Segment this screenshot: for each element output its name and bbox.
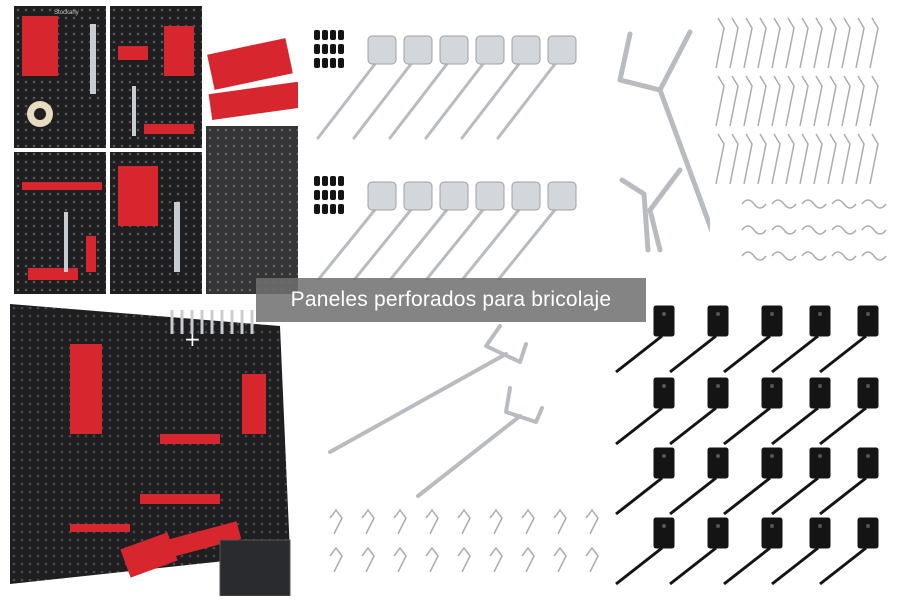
wall-pegboard-photo: + bbox=[10, 304, 300, 596]
caption-text: Paneles perforados para bricolaje bbox=[290, 288, 612, 311]
svg-text:+: + bbox=[202, 17, 219, 41]
long-steel-hooks-photo bbox=[310, 322, 610, 592]
caption-overlay: Paneles perforados para bricolaje bbox=[256, 278, 646, 322]
pegboard-with-tools-photo: Stockarly + bbox=[14, 6, 298, 294]
large-steel-hooks-photo bbox=[600, 20, 710, 280]
panel-logo: Stockarly bbox=[54, 10, 79, 16]
small-hook-set-photo bbox=[712, 8, 892, 288]
square-plate-hooks-photo bbox=[308, 10, 598, 280]
svg-text:+: + bbox=[184, 327, 201, 351]
black-slatwall-hooks-photo bbox=[612, 302, 896, 594]
